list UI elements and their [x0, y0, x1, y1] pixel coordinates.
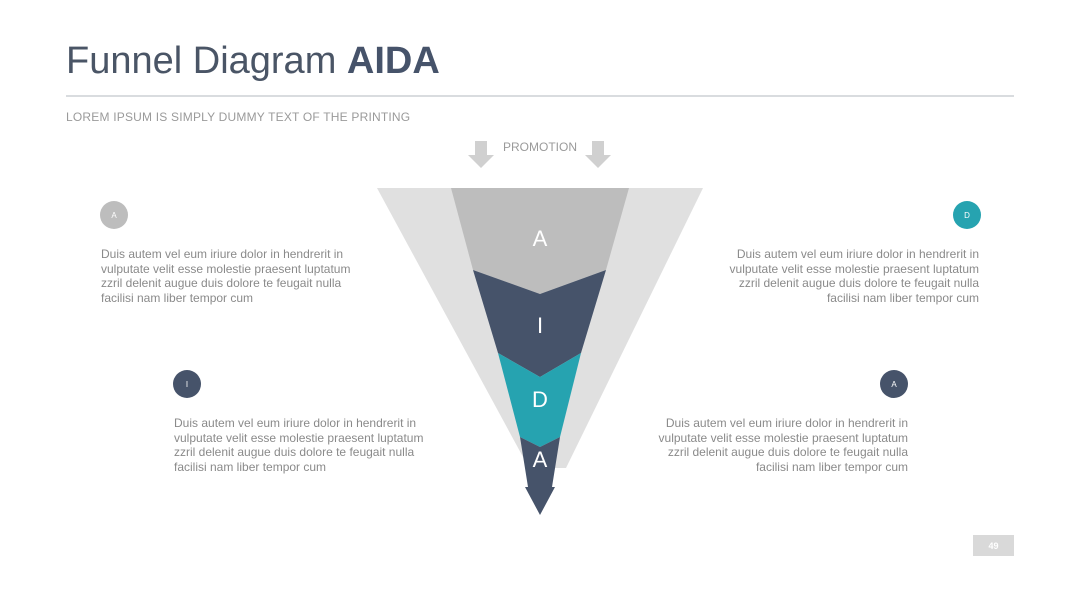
- page-title: Funnel Diagram AIDA: [66, 40, 440, 83]
- callout-badge-attention: A: [100, 201, 128, 229]
- callout-badge-interest: I: [173, 370, 201, 398]
- page-number: 49: [973, 535, 1014, 556]
- callout-text-action: Duis autem vel eum iriure dolor in hendr…: [658, 416, 908, 474]
- promotion-label: PROMOTION: [503, 140, 577, 154]
- stage-letter-attention: A: [533, 226, 548, 251]
- page-subtitle: LOREM IPSUM IS SIMPLY DUMMY TEXT OF THE …: [66, 110, 411, 124]
- title-divider: [66, 95, 1014, 97]
- callout-badge-desire: D: [953, 201, 981, 229]
- stage-letter-interest: I: [537, 313, 543, 338]
- callout-text-attention: Duis autem vel eum iriure dolor in hendr…: [101, 247, 351, 305]
- callout-badge-action: A: [880, 370, 908, 398]
- funnel-stage-desire: [498, 353, 581, 447]
- funnel-stage-attention: [451, 188, 629, 294]
- page-title-bold: AIDA: [346, 40, 440, 82]
- stage-letter-action: A: [533, 447, 548, 472]
- callout-text-desire: Duis autem vel eum iriure dolor in hendr…: [729, 247, 979, 305]
- stage-letter-desire: D: [532, 387, 548, 412]
- promotion-arrow-left: [468, 141, 494, 168]
- funnel-stage-action: [520, 437, 560, 515]
- page-title-light: Funnel Diagram: [66, 40, 337, 82]
- funnel-stage-interest: [473, 270, 606, 377]
- callout-text-interest: Duis autem vel eum iriure dolor in hendr…: [174, 416, 424, 474]
- promotion-arrow-right: [585, 141, 611, 168]
